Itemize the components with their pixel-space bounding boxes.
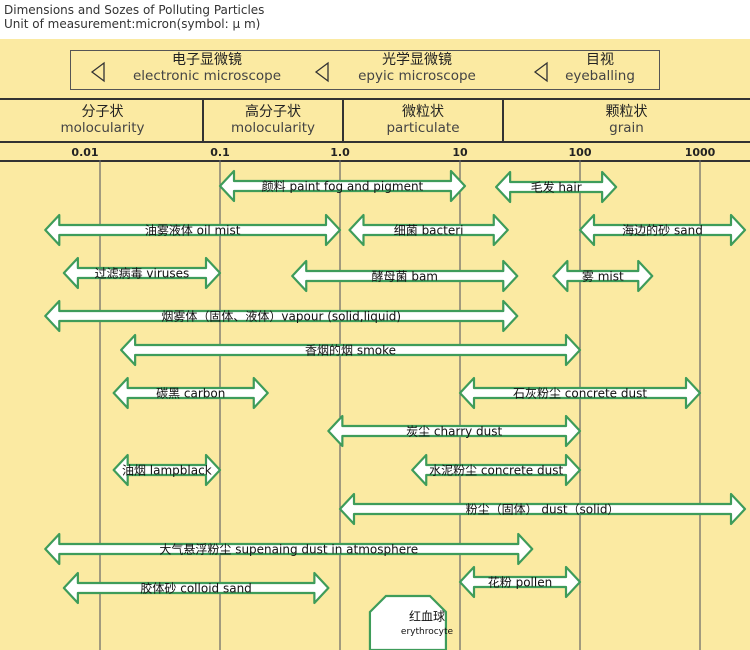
instrument-electronic: 电子显微镜 electronic microscope (132, 52, 282, 84)
header-mid-line (0, 141, 750, 143)
particle-label: 油烟 lampblack (121, 463, 212, 478)
particle-label: 香烟的烟 smoke (305, 343, 397, 358)
category-particulate: 微粒状 particulate (386, 104, 460, 136)
scale-line (0, 160, 750, 162)
category-grain: 颗粒状 grain (605, 104, 648, 136)
size-range-arrow (458, 565, 582, 599)
size-range-arrow (291, 259, 519, 293)
tick-label: 0.01 (71, 146, 99, 159)
particle-label: 石灰粉尘 concrete dust (512, 386, 648, 401)
size-range-arrow (218, 169, 467, 203)
instrument-optical: 光学显微镜 epyic microscope (358, 52, 476, 84)
instrument-arrow-icon (314, 61, 329, 83)
header-top-line (0, 98, 750, 100)
particle-label: 雾 mist (581, 269, 624, 284)
erythrocyte-en: erythrocyte (400, 627, 454, 637)
instrument-eyeballing: 目视 eyeballing (565, 52, 635, 84)
size-range-arrow (338, 492, 747, 526)
category-divider-2 (342, 98, 344, 141)
category-divider-3 (502, 98, 504, 141)
particle-label: 毛发 hair (530, 180, 582, 195)
particle-label: 炭尘 charry dust (406, 424, 503, 439)
instrument-arrow-icon (533, 61, 548, 83)
page-title: Dimensions and Sozes of Polluting Partic… (4, 3, 265, 17)
tick-label: 0.1 (210, 146, 230, 159)
size-range-arrow (44, 532, 534, 566)
size-range-arrow (44, 299, 519, 333)
size-range-arrow (62, 256, 222, 290)
particle-label: 过滤病毒 viruses (94, 266, 190, 281)
tick-label: 100 (568, 146, 592, 159)
size-range-arrow (120, 333, 582, 367)
size-range-arrow (411, 453, 582, 487)
size-range-arrow (62, 571, 330, 605)
size-range-arrow (495, 170, 618, 204)
particle-label: 胶体砂 colloid sand (140, 581, 252, 596)
instrument-arrow-icon (90, 61, 105, 83)
particle-label: 酵母菌 bam (371, 269, 438, 284)
particle-label: 水泥粉尘 concrete dust (429, 463, 564, 478)
particle-label: 花粉 pollen (487, 575, 553, 590)
size-range-arrow (552, 259, 654, 293)
size-range-arrow (44, 213, 342, 247)
particle-label: 细菌 bacteri (393, 223, 464, 238)
page-subtitle: Unit of measurement:micron(symbol: μ m) (4, 17, 261, 31)
particle-label: 油雾液体 oil mist (144, 223, 241, 238)
particle-label: 粉尘（固体） dust（solid） (465, 502, 620, 517)
size-range-arrow (458, 376, 702, 410)
erythrocyte-shape (368, 594, 448, 650)
tick-label: 1000 (684, 146, 716, 159)
category-divider-1 (202, 98, 204, 141)
particle-label: 大气悬浮粉尘 supenaing dust in atmosphere (159, 542, 419, 557)
erythrocyte-cn: 红血球 (408, 609, 446, 624)
particle-label: 海边的砂 sand (622, 223, 703, 238)
particle-label: 烟雾体（固体、液体）vapour (solid,liquid) (161, 309, 402, 324)
tick-label: 10 (452, 146, 468, 159)
size-range-arrow (327, 414, 582, 448)
size-range-arrow (578, 213, 747, 247)
particle-label: 碳黑 carbon (156, 386, 226, 401)
size-range-arrow (112, 453, 222, 487)
instruments-box (70, 50, 660, 90)
size-range-arrow (348, 213, 509, 247)
category-macromolecular: 高分子状 molocularity (230, 104, 315, 136)
category-molecular: 分子状 molocularity (60, 104, 145, 136)
size-range-arrow (112, 376, 269, 410)
particle-label: 颜料 paint fog and pigment (261, 179, 424, 194)
tick-label: 1.0 (330, 146, 350, 159)
